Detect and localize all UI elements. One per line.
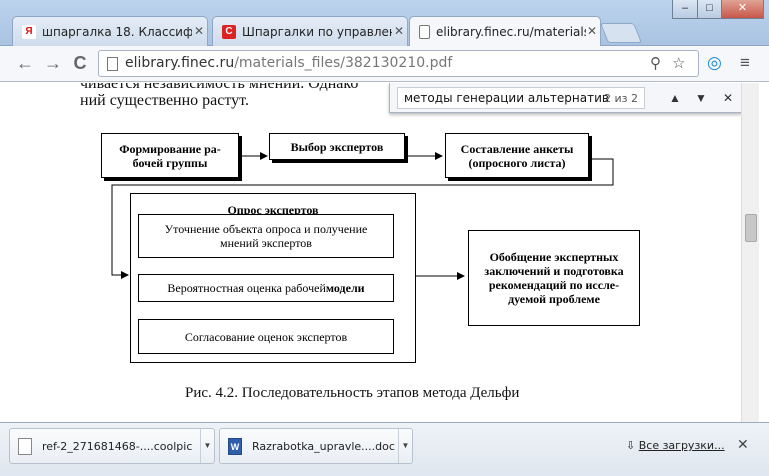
tab-close-icon[interactable]: ✕ bbox=[587, 24, 598, 38]
arrow-b3-group bbox=[111, 158, 614, 279]
minimize-button[interactable]: – bbox=[672, 0, 698, 19]
find-next-button[interactable]: ▼ bbox=[695, 91, 707, 105]
find-count: 2 из 2 bbox=[604, 92, 638, 105]
all-downloads-link[interactable]: ⇩ Все загрузки... bbox=[626, 439, 725, 452]
extension-icon[interactable]: ◎ bbox=[707, 53, 722, 72]
menu-icon[interactable]: ≡ bbox=[740, 53, 750, 72]
tab-title: Шпаргалки по управлен bbox=[242, 25, 392, 39]
tab-title: elibrary.finec.ru/materials bbox=[436, 25, 586, 39]
reload-button[interactable]: C bbox=[73, 53, 87, 73]
tab-close-icon[interactable]: ✕ bbox=[194, 24, 205, 38]
tab-3-active[interactable]: elibrary.finec.ru/materials ✕ bbox=[409, 16, 601, 47]
tab-title: шпаргалка 18. Классифи bbox=[42, 25, 192, 39]
download-item[interactable]: W Razrabotka_upravle....doc ▼ bbox=[219, 428, 413, 464]
download-arrow-icon: ⇩ bbox=[626, 439, 639, 452]
word-doc-icon: W bbox=[228, 438, 242, 455]
text-line: ний существенно растут. bbox=[80, 92, 249, 109]
survey-group-title: Опрос экспертов bbox=[227, 203, 319, 217]
shelf-close-icon[interactable]: ✕ bbox=[737, 436, 749, 452]
scrollbar-thumb[interactable] bbox=[745, 214, 757, 242]
title-bar: Я шпаргалка 18. Классифи ✕ C Шпаргалки п… bbox=[0, 0, 769, 47]
find-bar: методы генерации альтернатив 2 из 2 ▲ ▼ … bbox=[389, 83, 742, 113]
substep-agree: Согласование оценок экспертов bbox=[138, 319, 394, 354]
tab-1[interactable]: Я шпаргалка 18. Классифи ✕ bbox=[12, 16, 208, 46]
figure-caption: Рис. 4.2. Последовательность этапов мето… bbox=[185, 385, 520, 401]
tab-2[interactable]: C Шпаргалки по управлен ✕ bbox=[212, 16, 408, 46]
search-icon[interactable]: ⚲ bbox=[650, 55, 661, 72]
bookmark-star-icon[interactable]: ☆ bbox=[672, 55, 686, 72]
find-input[interactable]: методы генерации альтернатив 2 из 2 bbox=[397, 87, 645, 109]
text-line: чивается независимость мнений. Однако bbox=[80, 83, 359, 92]
download-shelf: ref-2_271681468-....coolpic ▼ W Razrabot… bbox=[0, 422, 769, 476]
find-close-button[interactable]: ✕ bbox=[722, 91, 734, 105]
download-item[interactable]: ref-2_271681468-....coolpic ▼ bbox=[9, 428, 215, 464]
site-favicon-icon: C bbox=[222, 25, 236, 39]
new-tab-button[interactable] bbox=[599, 23, 643, 43]
chevron-down-icon[interactable]: ▼ bbox=[398, 429, 412, 463]
maximize-button[interactable]: □ bbox=[697, 0, 722, 19]
find-prev-button[interactable]: ▲ bbox=[669, 91, 681, 105]
toolbar: ← → C elibrary.finec.ru/materials_files/… bbox=[0, 46, 769, 82]
substep-estimate: Вероятностная оценка рабочей модели bbox=[138, 274, 394, 302]
scrollbar[interactable] bbox=[741, 83, 759, 422]
address-bar[interactable]: elibrary.finec.ru/materials_files/382130… bbox=[98, 50, 699, 77]
back-button[interactable]: ← bbox=[16, 53, 34, 73]
close-window-button[interactable]: ✕ bbox=[721, 0, 764, 19]
yandex-favicon-icon: Я bbox=[22, 25, 36, 39]
file-icon bbox=[18, 438, 32, 455]
step-questionnaire: Составление анкеты (опросного листа) bbox=[445, 133, 589, 178]
substep-clarify: Уточнение объекта опроса и получение мне… bbox=[138, 214, 394, 258]
page-gutter bbox=[0, 83, 72, 422]
page-favicon-icon bbox=[419, 25, 430, 39]
tab-close-icon[interactable]: ✕ bbox=[394, 24, 405, 38]
url-text: elibrary.finec.ru/materials_files/382130… bbox=[125, 55, 453, 71]
chevron-down-icon[interactable]: ▼ bbox=[200, 429, 214, 463]
step-result: Обобщение экспертных заключений и подгот… bbox=[468, 230, 640, 326]
forward-button[interactable]: → bbox=[44, 53, 62, 73]
step-form-group: Формирование ра- бочей группы bbox=[101, 133, 239, 178]
step-select-experts: Выбор экспертов bbox=[269, 133, 405, 160]
page-icon bbox=[107, 57, 118, 71]
pdf-viewer: чивается независимость мнений. Однако ни… bbox=[0, 83, 769, 422]
